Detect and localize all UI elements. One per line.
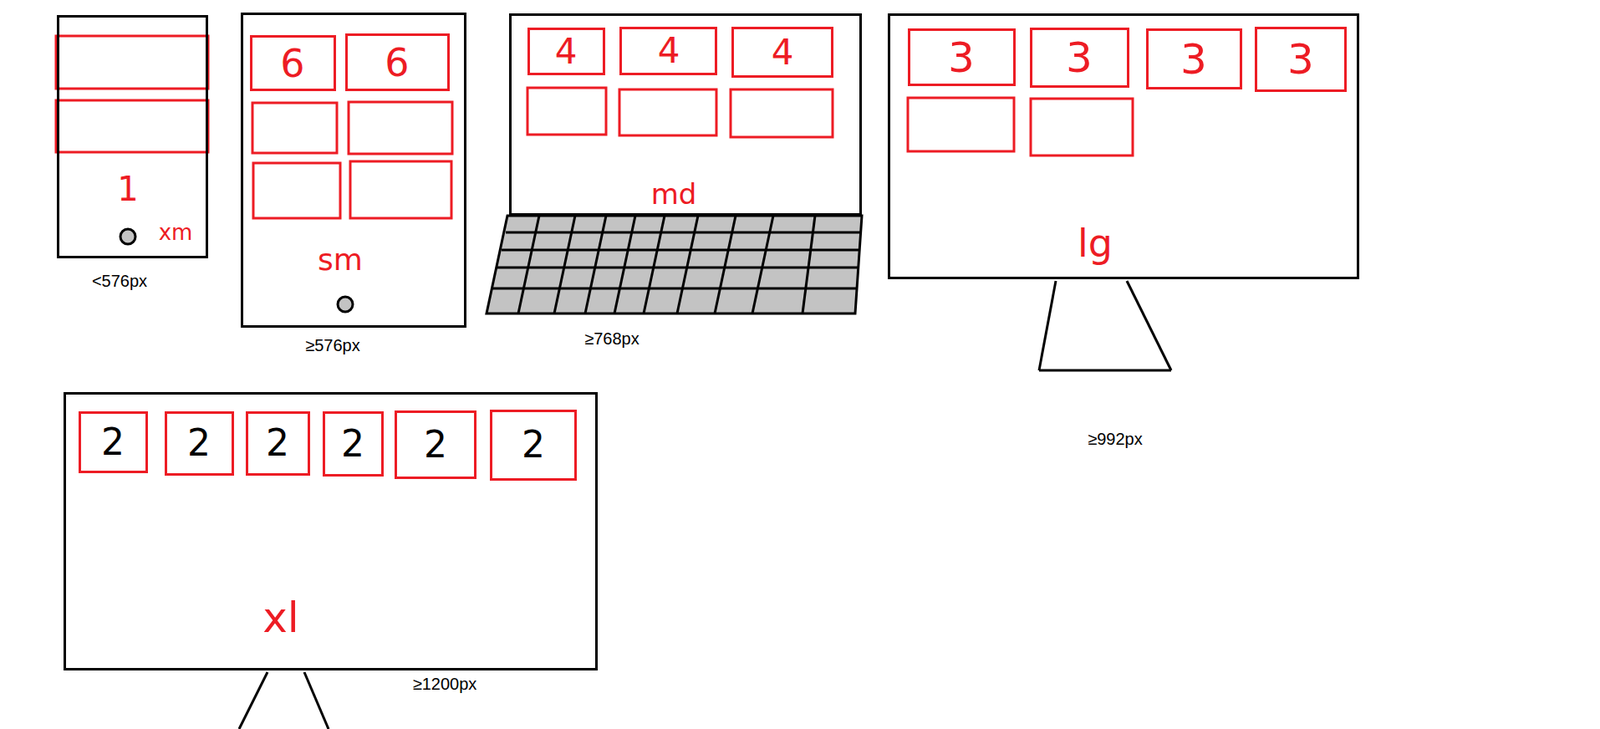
column-span: 3 [1065, 36, 1093, 79]
breakpoint-name: xm [158, 221, 194, 244]
column-box: 6 [345, 33, 450, 92]
monitor-stand [239, 672, 268, 729]
monitor-stand [304, 672, 329, 729]
key-row [497, 266, 859, 270]
key-column [714, 215, 736, 314]
device-screen: sm 6 6 [240, 12, 467, 328]
key-column [752, 215, 774, 314]
empty-column-box [56, 35, 209, 89]
breakpoint-name: 1 [117, 172, 138, 206]
keyboard-body [486, 215, 862, 314]
breakpoint-name: sm [317, 244, 363, 276]
column-span: 2 [187, 424, 211, 462]
key-column [585, 215, 607, 314]
empty-column-box [350, 161, 452, 219]
breakpoint-width: ≥992px [1087, 430, 1142, 448]
column-box: 6 [249, 35, 337, 92]
column-box: 2 [78, 411, 148, 474]
monitor-stand [1126, 280, 1172, 371]
column-span: 6 [384, 43, 409, 82]
column-box: 3 [1146, 28, 1243, 90]
key-column [677, 215, 699, 314]
device-screen: lg 3 3 3 3 [887, 13, 1360, 280]
empty-column-box [619, 89, 717, 136]
breakpoint-width: ≥768px [584, 330, 639, 347]
column-box: 3 [1254, 26, 1347, 92]
column-box: 3 [1029, 27, 1130, 88]
column-span: 3 [947, 36, 975, 79]
column-box: 4 [731, 26, 834, 78]
breakpoint-width: ≥576px [305, 336, 360, 354]
empty-column-box [527, 87, 607, 135]
key-column [643, 215, 665, 314]
column-box: 4 [619, 26, 718, 76]
column-box: 2 [245, 411, 311, 476]
column-span: 6 [280, 44, 305, 83]
key-column [554, 215, 576, 314]
key-row [492, 287, 857, 291]
column-span: 2 [265, 424, 290, 462]
device-screen: md 4 4 4 [509, 13, 862, 216]
empty-column-box [730, 89, 833, 138]
key-column [518, 215, 540, 314]
column-span: 2 [341, 425, 365, 463]
device-screen: xl 2 2 2 2 2 2 [63, 392, 598, 671]
column-span: 4 [657, 33, 681, 69]
column-span: 2 [423, 426, 448, 464]
home-button [120, 229, 136, 245]
device-screen: 1 xm [56, 15, 209, 259]
column-span: 3 [1180, 38, 1208, 81]
empty-column-box [56, 100, 209, 153]
column-span: 2 [521, 426, 546, 464]
empty-column-box [907, 97, 1015, 152]
home-button [337, 296, 353, 312]
keyboard [486, 215, 862, 314]
key-column [802, 215, 816, 314]
monitor-stand [1039, 369, 1172, 372]
breakpoint-name: md [651, 179, 698, 209]
breakpoint-name: xl [262, 596, 299, 639]
column-span: 4 [771, 35, 795, 71]
empty-column-box [252, 102, 337, 153]
empty-column-box [348, 101, 453, 154]
column-span: 2 [101, 423, 125, 461]
column-box: 2 [164, 411, 235, 476]
breakpoint-name: lg [1077, 224, 1113, 263]
column-box: 3 [907, 28, 1016, 87]
key-row [501, 249, 860, 252]
column-box: 2 [394, 410, 477, 479]
breakpoint-width: ≥1200px [412, 675, 478, 693]
column-span: 3 [1287, 38, 1315, 81]
key-row [505, 231, 862, 235]
empty-column-box [1030, 98, 1133, 156]
breakpoint-width: <576px [91, 272, 148, 290]
key-column [614, 215, 636, 314]
column-box: 2 [322, 411, 384, 477]
monitor-stand [1039, 280, 1056, 371]
column-span: 4 [555, 34, 578, 70]
column-box: 2 [489, 409, 577, 481]
empty-column-box [253, 163, 341, 219]
column-box: 4 [527, 27, 606, 76]
